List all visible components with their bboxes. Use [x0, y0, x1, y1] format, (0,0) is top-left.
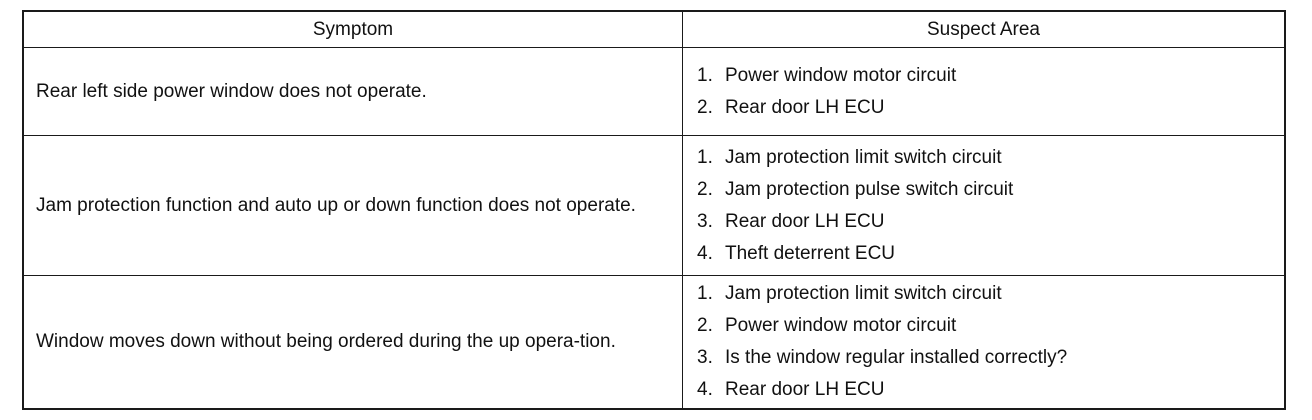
- symptom-text: Window moves down without being ordered …: [36, 331, 616, 352]
- item-text: Power window motor circuit: [725, 64, 957, 86]
- list-item: 2. Jam protection pulse switch circuit: [697, 174, 1284, 206]
- item-text: Rear door LH ECU: [725, 379, 885, 400]
- list-item: 3. Is the window regular installed corre…: [697, 342, 1284, 374]
- table-row-suspect-areas: 1. Jam protection limit switch circuit 2…: [683, 276, 1284, 408]
- item-number: 4.: [697, 379, 713, 400]
- item-number: 1.: [697, 64, 713, 86]
- header-suspect-area-label: Suspect Area: [926, 18, 1041, 40]
- list-item: 4. Theft deterrent ECU: [697, 238, 1284, 270]
- symptom-text: Jam protection function and auto up or d…: [36, 194, 636, 216]
- item-text: Power window motor circuit: [725, 315, 957, 336]
- header-suspect-area: Suspect Area: [683, 12, 1284, 48]
- table-row-symptom: Jam protection function and auto up or d…: [24, 136, 683, 276]
- list-item: 1. Power window motor circuit: [697, 60, 1284, 92]
- item-number: 2.: [697, 178, 713, 200]
- table-row-symptom: Window moves down without being ordered …: [24, 276, 683, 408]
- symptom-table: Symptom Suspect Area Rear left side powe…: [22, 10, 1286, 410]
- item-number: 2.: [697, 315, 713, 336]
- list-item: 3. Rear door LH ECU: [697, 206, 1284, 238]
- list-item: 1. Jam protection limit switch circuit: [697, 278, 1284, 310]
- item-number: 1.: [697, 283, 713, 304]
- item-text: Is the window regular installed correctl…: [725, 347, 1068, 368]
- item-number: 3.: [697, 347, 713, 368]
- symptom-text: Rear left side power window does not ope…: [36, 80, 427, 102]
- table-row-symptom: Rear left side power window does not ope…: [24, 48, 683, 136]
- item-text: Theft deterrent ECU: [725, 242, 896, 264]
- table-row-suspect-areas: 1. Jam protection limit switch circuit 2…: [683, 136, 1284, 276]
- header-symptom: Symptom: [24, 12, 683, 48]
- item-text: Rear door LH ECU: [725, 210, 885, 232]
- item-text: Jam protection pulse switch circuit: [725, 178, 1014, 200]
- item-number: 2.: [697, 96, 713, 118]
- list-item: 2. Rear door LH ECU: [697, 92, 1284, 124]
- list-item: 4. Rear door LH ECU: [697, 374, 1284, 406]
- list-item: 1. Jam protection limit switch circuit: [697, 142, 1284, 174]
- header-symptom-label: Symptom: [312, 18, 394, 40]
- item-text: Jam protection limit switch circuit: [725, 146, 1002, 168]
- table-row-suspect-areas: 1. Power window motor circuit 2. Rear do…: [683, 48, 1284, 136]
- item-text: Jam protection limit switch circuit: [725, 283, 1002, 304]
- list-item: 2. Power window motor circuit: [697, 310, 1284, 342]
- item-text: Rear door LH ECU: [725, 96, 885, 118]
- item-number: 4.: [697, 242, 713, 264]
- item-number: 3.: [697, 210, 713, 232]
- item-number: 1.: [697, 146, 713, 168]
